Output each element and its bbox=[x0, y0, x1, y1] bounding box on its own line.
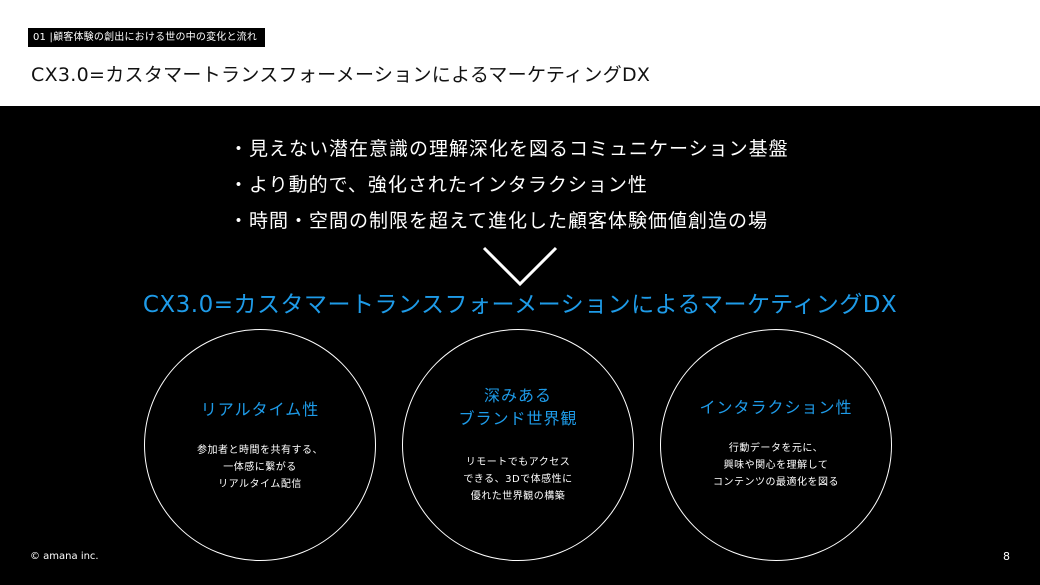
feature-title: 深みある ブランド世界観 bbox=[458, 386, 578, 428]
copyright-notice: © amana inc. bbox=[30, 551, 99, 562]
slide-header: 01 |顧客体験の創出における世の中の変化と流れ CX3.0=カスタマートランス… bbox=[0, 0, 1040, 106]
feature-description: リモートでもアクセス できる、3Dで体感性に 優れた世界観の構築 bbox=[463, 457, 573, 502]
feature-circle-brand-world: 深みある ブランド世界観 リモートでもアクセス できる、3Dで体感性に 優れた世… bbox=[402, 329, 634, 561]
page-title: CX3.0=カスタマートランスフォーメーションによるマーケティングDX bbox=[31, 64, 651, 86]
feature-title: リアルタイム性 bbox=[200, 400, 320, 419]
chevron-down-icon bbox=[482, 246, 558, 287]
feature-circle-interaction: インタラクション性 行動データを元に、 興味や関心を理解して コンテンツの最適化… bbox=[660, 329, 892, 561]
feature-description: 参加者と時間を共有する、 一体感に繋がる リアルタイム配信 bbox=[197, 445, 323, 490]
feature-description: 行動データを元に、 興味や関心を理解して コンテンツの最適化を図る bbox=[713, 443, 839, 488]
bullet-item: ・時間・空間の制限を超えて進化した顧客体験価値創造の場 bbox=[229, 210, 769, 232]
page-number: 8 bbox=[1003, 550, 1010, 563]
bullet-item: ・より動的で、強化されたインタラクション性 bbox=[229, 174, 648, 196]
feature-circle-realtime: リアルタイム性 参加者と時間を共有する、 一体感に繋がる リアルタイム配信 bbox=[144, 329, 376, 561]
feature-title: インタラクション性 bbox=[699, 398, 853, 417]
bullet-item: ・見えない潜在意識の理解深化を図るコミュニケーション基盤 bbox=[229, 138, 789, 160]
headline: CX3.0=カスタマートランスフォーメーションによるマーケティングDX bbox=[142, 292, 898, 318]
bullet-list: ・見えない潜在意識の理解深化を図るコミュニケーション基盤 ・より動的で、強化され… bbox=[229, 131, 789, 239]
section-tag: 01 |顧客体験の創出における世の中の変化と流れ bbox=[28, 28, 266, 47]
